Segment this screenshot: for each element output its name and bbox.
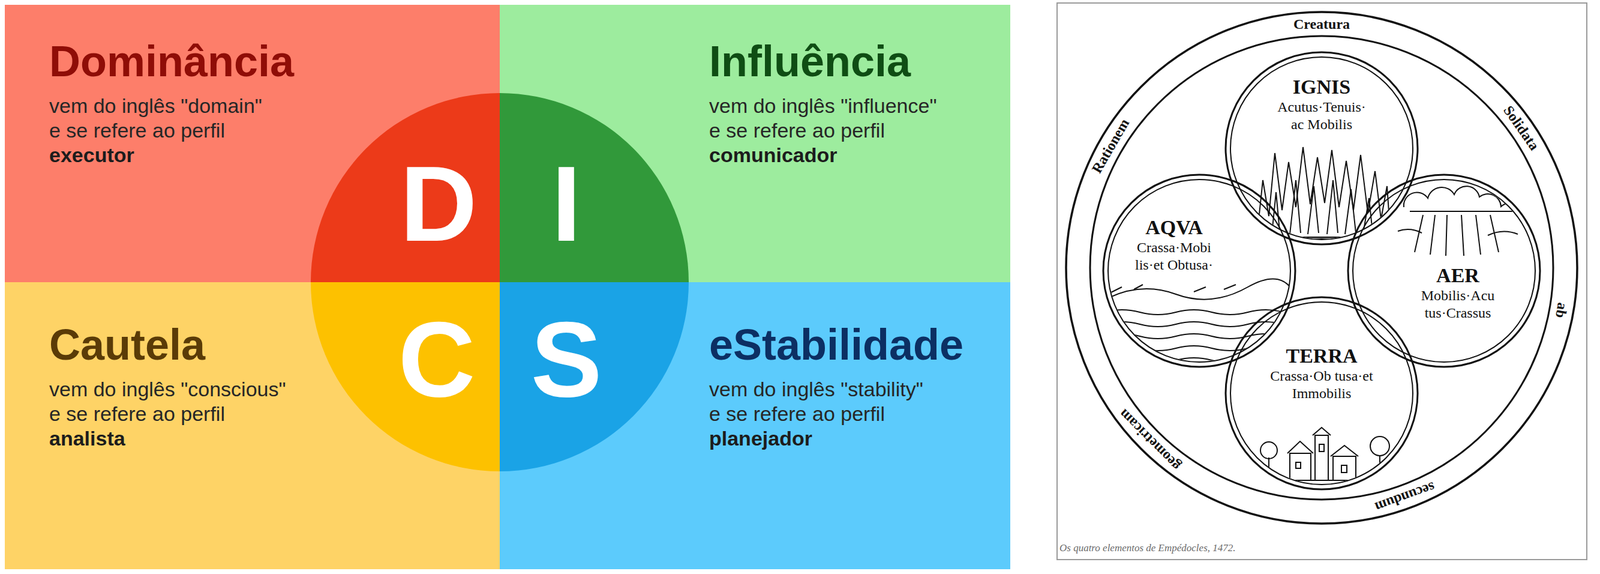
- profile-panel: eStabilidadevem do inglês "stability" e …: [499, 281, 1011, 569]
- ring-inscription: Creatura: [1293, 15, 1350, 33]
- circle-line: [1230, 301, 1413, 485]
- illustration-line: [1295, 461, 1301, 468]
- illustration-line: [1109, 284, 1236, 293]
- ring-label-holder: ab: [1552, 301, 1572, 320]
- panel-description: vem do inglês "conscious" e se refere ao…: [49, 376, 289, 426]
- panel-heading: Influência: [709, 35, 1011, 87]
- illustration-line: [1287, 440, 1314, 453]
- element-qualities: Crassa·Ob tusa·et Immobilis: [1270, 367, 1374, 402]
- ring-label-holder: geometricam: [1115, 405, 1184, 474]
- circle-text-area: TERRACrassa·Ob tusa·et Immobilis: [1261, 343, 1382, 402]
- illustration-line: [1414, 214, 1499, 256]
- ring-inscription: geometricam: [1115, 405, 1184, 474]
- disc-quarter: S: [499, 281, 689, 471]
- element-name: AQVA: [1114, 215, 1235, 239]
- circle-line: [1225, 296, 1418, 489]
- element-circle: IGNISAcutus·Tenuis· ac Mobilis: [1224, 50, 1419, 246]
- ring-inscription: ab: [1552, 301, 1572, 320]
- illustration-line: [1289, 452, 1311, 480]
- illustration-line: [1312, 427, 1331, 435]
- circle-line: [1225, 52, 1418, 245]
- panel-description: vem do inglês "influence" e se refere ao…: [709, 93, 940, 143]
- disc-quarter: I: [499, 92, 689, 282]
- illustration-line: [1341, 464, 1347, 473]
- element-qualities: Acutus·Tenuis· ac Mobilis: [1276, 98, 1368, 134]
- element-circle: TERRACrassa·Ob tusa·et Immobilis: [1224, 295, 1419, 491]
- circle-text-area: AQVACrassa·Mobi lis·et Obtusa·: [1114, 215, 1235, 274]
- circle-line: [1230, 56, 1413, 240]
- profile-name: comunicador: [709, 142, 1011, 168]
- disc-letter: S: [472, 305, 662, 413]
- illustration-line: [1370, 436, 1390, 456]
- element-circle: AQVACrassa·Mobi lis·et Obtusa·: [1102, 173, 1297, 368]
- circle-line: [1352, 179, 1536, 362]
- profile-name: planejador: [709, 425, 1011, 451]
- illustration-line: [1315, 434, 1329, 480]
- element-name: AER: [1397, 263, 1518, 287]
- illustration-line: [1409, 210, 1524, 212]
- profile-panel: Dominância vem do inglês "domain" e se re…: [4, 4, 500, 282]
- element-qualities: Mobilis·Acu tus·Crassus: [1420, 286, 1497, 322]
- panel-heading: Dominância: [49, 35, 500, 87]
- image-frame: [1057, 2, 1587, 560]
- illustration-line: [1268, 457, 1270, 480]
- disc-quarter: C: [310, 281, 500, 471]
- quarter-shape: [499, 92, 689, 282]
- element-qualities: Crassa·Mobi lis·et Obtusa·: [1133, 238, 1215, 274]
- ring-label-holder: secundum: [1372, 478, 1437, 516]
- illustration-line: [1333, 455, 1356, 480]
- illustration-line: [1330, 445, 1359, 456]
- element-name: TERRA: [1261, 343, 1382, 368]
- ring-inscription: secundum: [1372, 478, 1437, 516]
- circle-line: [1348, 174, 1541, 367]
- inner-ring: [1090, 35, 1554, 500]
- ring-label-holder: Rationem: [1088, 115, 1133, 177]
- disc-letter: I: [472, 150, 662, 258]
- circle-text-area: IGNISAcutus·Tenuis· ac Mobilis: [1261, 74, 1382, 134]
- illustration-line: [1271, 179, 1373, 234]
- profile-panel: Cautelavem do inglês "conscious" e se re…: [4, 281, 500, 569]
- circle-text-area: AERMobilis·Acu tus·Crassus: [1397, 263, 1518, 322]
- ring-inscription: Solidata: [1499, 102, 1543, 154]
- ring-label-holder: Solidata: [1499, 102, 1543, 154]
- illustration-line: [1103, 278, 1296, 300]
- panel-description: vem do inglês "stability" e se refere ao…: [709, 376, 926, 426]
- element-circle: AERMobilis·Acu tus·Crassus: [1346, 173, 1542, 368]
- illustration-line: [1379, 454, 1381, 480]
- panel-description: vem do inglês "domain" e se refere ao pe…: [49, 93, 265, 143]
- ring-inscription: Rationem: [1088, 115, 1133, 177]
- earth-drawing: [1241, 427, 1404, 489]
- water-drawing: [1103, 278, 1302, 363]
- ring-label-holder: Creatura: [1293, 15, 1350, 33]
- disc-quarter: D: [310, 92, 500, 282]
- figure-caption: Os quatro elementos de Empédocles, 1472.: [1059, 541, 1236, 555]
- profile-panel: Influência vem do inglês "influence" e se…: [499, 4, 1011, 282]
- panel-heading: eStabilidade: [709, 318, 1011, 371]
- illustration-line: [1319, 443, 1325, 452]
- quarter-fill: [499, 92, 689, 282]
- circle-line: [1103, 174, 1296, 367]
- illustration-line: [1260, 441, 1278, 459]
- circle-line: [1108, 179, 1291, 362]
- illustration-line: [1397, 229, 1518, 236]
- illustration-line: [1103, 345, 1302, 351]
- element-name: IGNIS: [1261, 74, 1382, 99]
- outer-ring: [1066, 11, 1578, 524]
